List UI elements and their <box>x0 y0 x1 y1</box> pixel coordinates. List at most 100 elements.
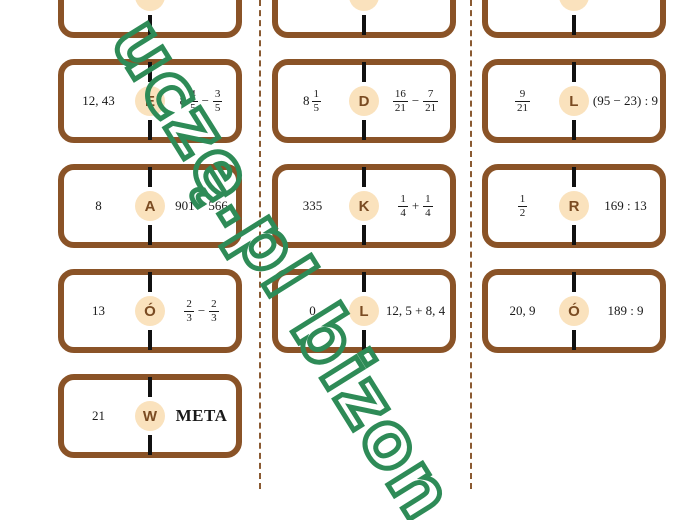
domino-letter-circle: A <box>135 191 165 221</box>
math-operator: − <box>201 93 209 108</box>
domino-bar-bottom <box>362 330 366 350</box>
fraction-denominator: 21 <box>392 100 408 114</box>
column-divider-2 <box>470 0 472 489</box>
fraction-denominator: 21 <box>514 100 530 114</box>
fraction-numerator: 3 <box>214 87 221 100</box>
domino-left-value: 13 <box>92 303 105 318</box>
fraction-numerator: 1 <box>400 192 406 205</box>
domino-letter-circle: R <box>559 191 589 221</box>
expression-text: 901 − 566 <box>175 198 228 213</box>
domino-letter-circle: Ó <box>135 296 165 326</box>
domino-bar-top <box>571 62 576 82</box>
fraction-numerator: 9 <box>519 87 526 100</box>
domino-left-value: 12, 43 <box>82 93 115 108</box>
math-operator: + <box>411 198 420 213</box>
domino-left-value: 20, 9 <box>509 303 536 318</box>
domino-right-value: 169 : 13 <box>591 198 660 214</box>
domino-bar-top <box>572 167 576 187</box>
expression-text: 189 : 9 <box>607 303 644 318</box>
domino-bar-bottom <box>148 225 152 245</box>
fraction-numerator: 1 <box>519 192 526 205</box>
domino-center <box>557 0 591 38</box>
domino-card[interactable] <box>482 0 666 38</box>
domino-left-value: 13 <box>278 0 347 4</box>
domino-left-value: 21 <box>92 408 105 423</box>
domino-card[interactable]: 8 <box>58 0 242 38</box>
expression-text: (95 − 23) : 9 <box>592 93 658 108</box>
domino-card[interactable]: 13 <box>272 0 456 38</box>
fraction-numerator: 2 <box>186 297 192 310</box>
domino-right-value: (95 − 23) : 9 <box>591 93 660 109</box>
domino-bar-top <box>572 272 576 292</box>
domino-letter-circle <box>135 0 165 11</box>
domino-center: A <box>133 164 167 248</box>
domino-letter-circle: K <box>349 191 379 221</box>
fraction-denominator: 21 <box>423 100 439 114</box>
domino-bar-top <box>148 272 152 292</box>
domino-card[interactable]: 20, 9 Ó 189 : 9 <box>482 269 666 353</box>
domino-center <box>347 0 381 38</box>
math-operator: − <box>197 303 206 318</box>
domino-letter-circle: E <box>135 86 165 116</box>
domino-bar-bottom <box>362 120 366 140</box>
domino-bar-bottom <box>148 120 152 140</box>
fraction-numerator: 16 <box>394 87 406 100</box>
domino-center: L <box>557 59 591 143</box>
domino-center: L <box>347 269 381 353</box>
domino-center: Ó <box>557 269 591 353</box>
domino-bar-top <box>362 272 366 292</box>
expression-text: 169 : 13 <box>604 198 647 213</box>
domino-center: D <box>347 59 381 143</box>
fraction-numerator: 7 <box>427 87 434 100</box>
fraction-denominator: 4 <box>398 205 408 219</box>
domino-bar-bottom <box>148 15 152 35</box>
domino-letter-circle: Ó <box>559 296 589 326</box>
fraction-numerator: 2 <box>211 297 217 310</box>
domino-letter-circle <box>559 0 589 11</box>
domino-bar-bottom <box>148 435 152 455</box>
domino-bar-bottom <box>362 15 366 35</box>
domino-bar-bottom <box>148 330 152 350</box>
domino-bar-top <box>362 167 366 187</box>
domino-bar-top <box>148 62 152 82</box>
fraction-numerator: 1 <box>313 87 320 100</box>
domino-right-value: META <box>167 406 236 426</box>
fraction-denominator: 3 <box>209 310 219 324</box>
domino-center: Ó <box>133 269 167 353</box>
fraction-denominator: 4 <box>423 205 433 219</box>
domino-center: K <box>347 164 381 248</box>
domino-bar-bottom <box>572 225 576 245</box>
domino-card-inner: 13 <box>278 0 450 35</box>
